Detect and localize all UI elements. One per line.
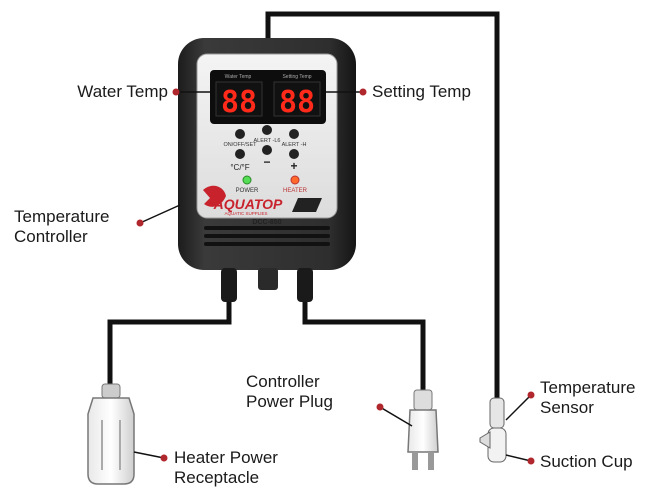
heater-power-receptacle-label: Heater Power Receptacle <box>174 448 314 488</box>
display-left-caption: Water Temp <box>225 74 252 80</box>
heater-power-receptacle <box>87 383 135 485</box>
controller-power-plug <box>407 389 439 470</box>
button-symbol-unit: °C/°F <box>230 163 249 172</box>
temperature-controller-line1: Temperature <box>14 207 110 226</box>
heater-port <box>221 268 237 302</box>
brand-name: AQUATOP <box>213 196 283 212</box>
button-unit <box>235 149 245 159</box>
callout-pointers <box>133 88 535 465</box>
button-top-left <box>235 129 245 139</box>
setting-temp-display: 88 <box>279 85 315 120</box>
button-label-alert-high: ALERT -H <box>282 142 307 148</box>
temperature-sensor-line1: Temperature <box>540 378 636 397</box>
vent-grille <box>204 226 330 246</box>
display-right-bezel <box>273 81 321 117</box>
heater-led-label: HEATER <box>283 188 308 194</box>
temperature-controller-line2: Controller <box>14 227 88 246</box>
button-top-right <box>289 129 299 139</box>
brand-tagline: AQUATIC SUPPLIES <box>225 211 268 216</box>
suction-cup-label: Suction Cup <box>540 452 645 472</box>
water-temp-label: Water Temp <box>34 82 168 102</box>
button-top-middle <box>262 125 272 135</box>
display-left-bezel <box>215 81 263 117</box>
button-label-alert-low: ALERT -L6 <box>253 138 280 144</box>
heater-power-receptacle-line2: Receptacle <box>174 468 260 487</box>
button-symbol-plus: + <box>290 159 297 173</box>
controller-power-plug-line2: Power Plug <box>246 392 333 411</box>
water-temp-display: 88 <box>221 85 257 120</box>
water-temp-text: Water Temp <box>77 82 168 101</box>
aquatop-logo: AQUATOP AQUATIC SUPPLIES <box>203 185 322 216</box>
temperature-sensor-line2: Sensor <box>540 398 594 417</box>
button-symbol-minus: − <box>263 155 270 169</box>
brand-stripes-icon <box>292 198 322 212</box>
setting-temp-label: Setting Temp <box>372 82 512 102</box>
power-port <box>297 268 313 302</box>
power-led-label: POWER <box>236 188 259 194</box>
setting-temp-text: Setting Temp <box>372 82 471 101</box>
power-led <box>242 175 252 185</box>
sensor-port <box>258 268 278 290</box>
model-number: DCC-850 <box>252 219 281 226</box>
temperature-sensor <box>479 397 507 463</box>
button-minus <box>262 145 272 155</box>
temperature-controller-label: Temperature Controller <box>14 207 138 247</box>
suction-cup-icon <box>479 431 491 449</box>
button-label-on-off-set: ON/OFF/SET <box>224 142 258 148</box>
button-plus <box>289 149 299 159</box>
fish-logo-icon <box>203 185 226 207</box>
cables <box>107 11 500 400</box>
temperature-controller: Water Temp Setting Temp 88 88 ON/OFF/SET… <box>178 38 356 302</box>
display-right-caption: Setting Temp <box>282 74 311 80</box>
heater-led <box>290 175 300 185</box>
controller-power-plug-line1: Controller <box>246 372 320 391</box>
heater-power-receptacle-line1: Heater Power <box>174 448 278 467</box>
controller-power-plug-label: Controller Power Plug <box>246 372 376 412</box>
temperature-sensor-label: Temperature Sensor <box>540 378 645 418</box>
suction-cup-text: Suction Cup <box>540 452 633 471</box>
power-cable <box>302 298 426 392</box>
sensor-cable <box>265 11 500 400</box>
heater-cable <box>107 298 232 388</box>
